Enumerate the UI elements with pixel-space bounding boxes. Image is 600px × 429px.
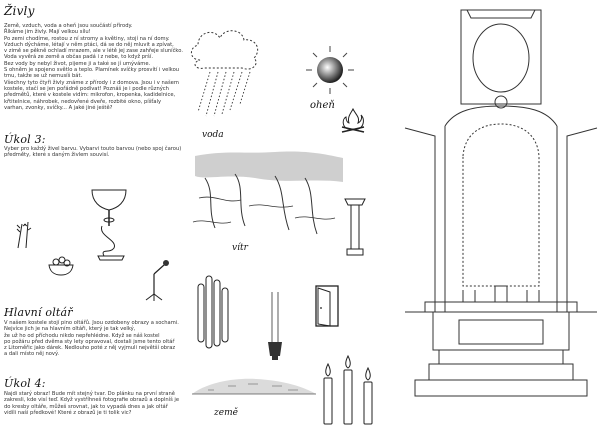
text-line: křtitelnice, náhrobek, nedovřené dveře, …	[4, 98, 162, 105]
text-line: předmětů, které v kostele vidím: mikrofo…	[4, 92, 176, 99]
heading-zivly: Živly	[4, 4, 35, 18]
text-line: Po zemi chodíme, rostou z ní stromy a kv…	[4, 35, 170, 42]
sun-icon	[306, 46, 354, 94]
text-line: S ohněm je spojeno světlo a teplo. Plamí…	[4, 67, 180, 74]
text-line: vidíli naši předkové! Které z obrazů je …	[4, 409, 132, 416]
bowl-icon	[48, 256, 74, 276]
candles-icon	[323, 354, 373, 425]
text-line: Vzduch dýcháme, létají v něm ptáci, dá s…	[4, 41, 174, 48]
campfire-icon	[341, 107, 365, 133]
text-zivly: Země, vzduch, voda a oheň jsou součástí …	[4, 23, 184, 111]
text-line: do kresby oltáře, můžeš srovnat, jak to …	[4, 403, 168, 410]
text-line: Nejvíce jich je na hlavním oltáři, který…	[4, 326, 136, 333]
text-line: V našem kostele stojí pino oltářů. Jsou …	[4, 320, 179, 326]
text-line: po požáru před dvěma sty lety opravoval,…	[4, 338, 175, 345]
heading-ukol3: Úkol 3:	[4, 133, 46, 146]
chalice-icon	[91, 189, 127, 261]
text-line: Vyber pro každý živel barvu. Vybarvi tou…	[4, 146, 182, 152]
text-line: v zimě se pěkně ochladí mrazem, ale v lé…	[4, 48, 183, 55]
heading-ukol4: Úkol 4:	[4, 377, 46, 390]
label-zeme: země	[214, 408, 238, 418]
ground-icon	[192, 378, 316, 395]
text-line: tmu, takže se už nemusíš bát.	[4, 73, 83, 80]
text-ukol3: Vyber pro každý živel barvu. Vybarvi tou…	[4, 146, 184, 159]
microphone-icon	[145, 260, 169, 301]
label-ohen: oheň	[310, 100, 335, 111]
organ-pipes-icon	[197, 275, 229, 349]
censer-icon	[268, 292, 282, 360]
text-line: Voda vyvěrá ze země a občas padá i z neb…	[4, 54, 153, 61]
heading-hlavni-oltar: Hlavní oltář	[4, 306, 73, 319]
rain-cloud-icon	[191, 30, 259, 117]
text-line: předměty, které s daným živlem souvisí.	[4, 152, 110, 159]
altar-drawing	[404, 9, 598, 397]
text-line: a dali místo něj nový.	[4, 351, 59, 358]
wind-trees-icon	[192, 151, 343, 235]
text-line: Země, vzduch, voda a oheň jsou součástí …	[4, 23, 133, 29]
text-line: z Litoměřic jako dárek. Nedlouho poté z …	[4, 345, 176, 352]
text-line: že už ho od příchodu nikdo nepřehlédne. …	[4, 332, 160, 339]
wheat-icon	[16, 221, 32, 249]
text-line: Říkáme jim živly. Mají velkou sílu!	[4, 29, 91, 36]
text-line: Bez vody by nebyl život, pijeme ji a tak…	[4, 60, 151, 67]
font-pillar-icon	[344, 198, 366, 256]
text-hlavni-oltar: V našem kostele stojí pino oltářů. Jsou …	[4, 320, 184, 358]
text-line: Najdi starý obraz! Bude mít stejný tvar.…	[4, 391, 175, 397]
text-line: varhan, zvonky, svíčky... A jaké jiné je…	[4, 104, 113, 111]
text-line: Všechny tyto čtyři živly známe z přírody…	[4, 79, 179, 86]
label-voda: voda	[202, 130, 224, 140]
label-vitr: vítr	[232, 243, 248, 253]
text-line: zakresli, kde visí teď. Když vystříhneš …	[4, 397, 180, 404]
door-icon	[315, 285, 339, 327]
text-line: kostele, stačí se jen pořádně podívat! P…	[4, 85, 169, 92]
text-ukol4: Najdi starý obraz! Bude mít stejný tvar.…	[4, 391, 186, 416]
